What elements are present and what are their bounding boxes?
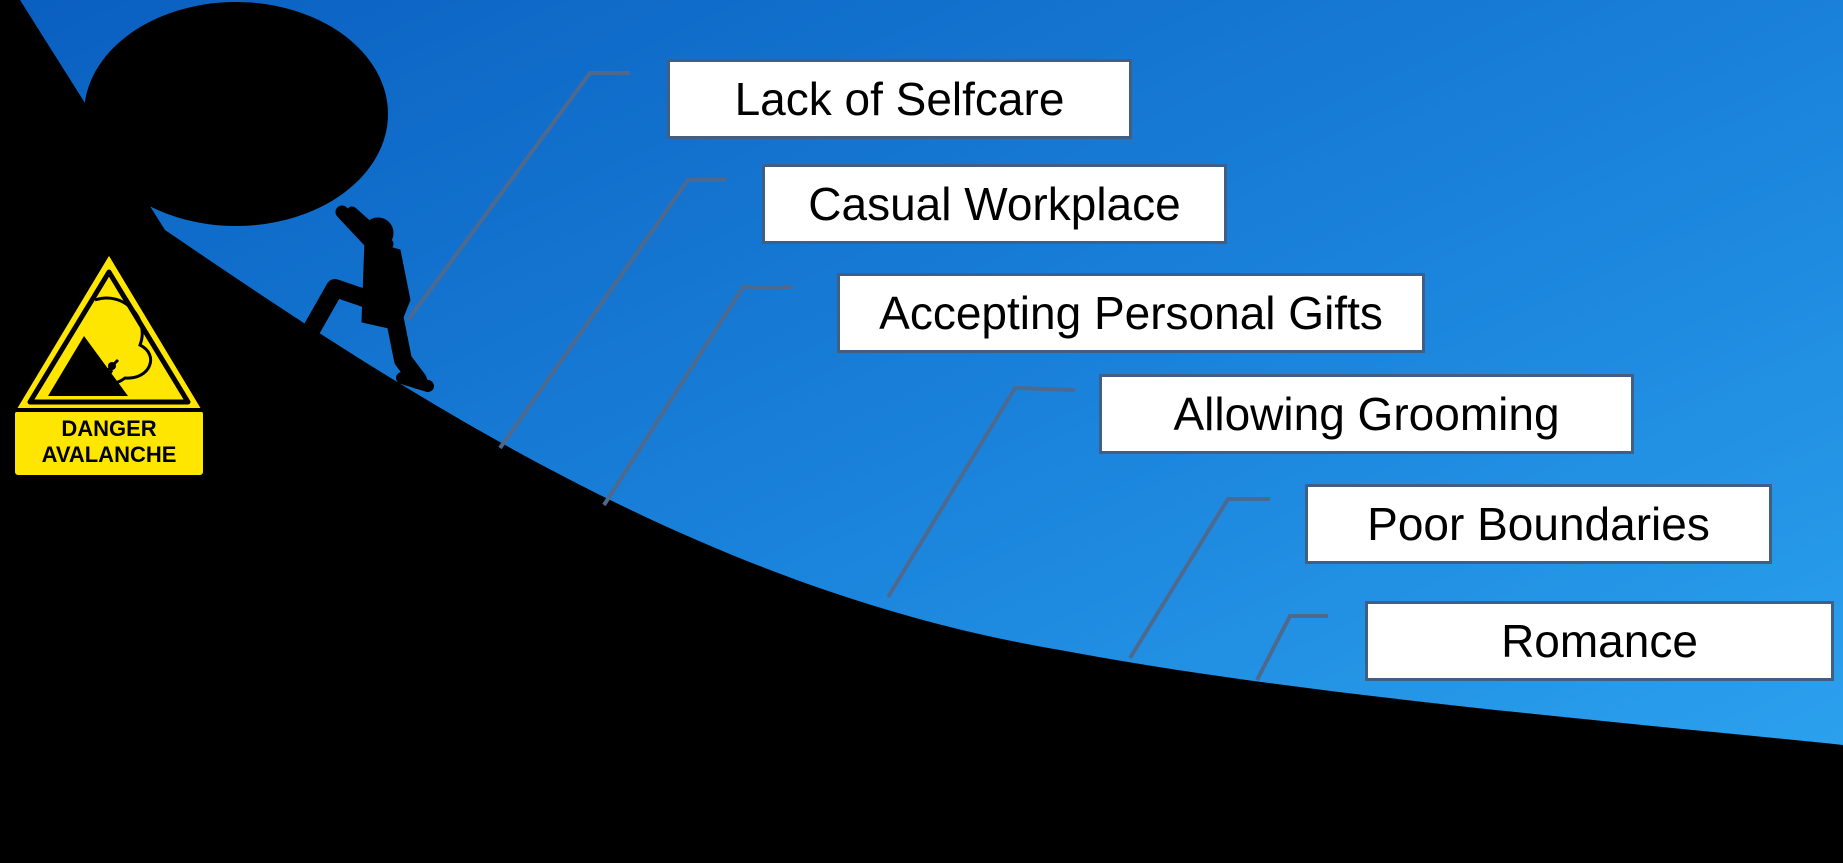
callout-accepting-personal-gifts: Accepting Personal Gifts	[837, 273, 1425, 353]
danger-avalanche-sign	[12, 250, 206, 477]
climber-figure	[290, 205, 434, 392]
leader-line-6	[1255, 614, 1328, 681]
callout-poor-boundaries: Poor Boundaries	[1305, 484, 1772, 564]
boulder	[84, 2, 388, 226]
leader-line-1	[406, 71, 630, 322]
callout-allowing-grooming: Allowing Grooming	[1099, 374, 1634, 454]
callout-lack-of-selfcare: Lack of Selfcare	[667, 59, 1132, 139]
leader-line-2	[498, 178, 726, 450]
leader-line-3	[602, 285, 792, 507]
danger-sign-line-2: AVALANCHE	[41, 442, 177, 467]
leader-lines	[406, 71, 1328, 681]
avalanche-icon	[48, 336, 128, 396]
leader-line-5	[1128, 497, 1270, 660]
callout-romance: Romance	[1365, 601, 1834, 681]
danger-sign-line-1: DANGER	[61, 416, 157, 441]
callout-casual-workplace: Casual Workplace	[762, 164, 1227, 244]
leader-line-4	[886, 385, 1076, 599]
danger-sign-text: DANGER AVALANCHE	[14, 416, 204, 468]
